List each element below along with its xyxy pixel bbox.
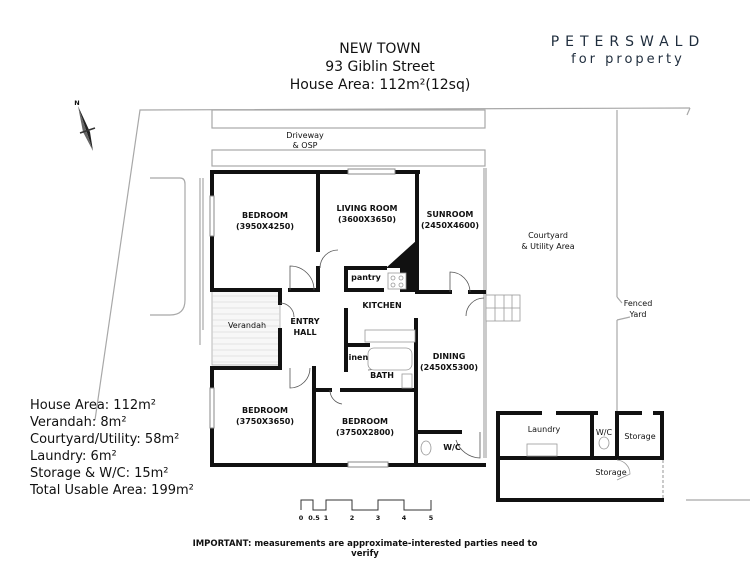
- label-utility: & Utility Area: [521, 242, 574, 251]
- label-outbuilding-wc: W/C: [596, 428, 613, 437]
- property-boundary: [94, 107, 750, 501]
- area-summary: House Area: 112m² Verandah: 8m² Courtyar…: [30, 397, 194, 499]
- scale-tick-1: 1: [324, 514, 329, 522]
- outbuilding-fixtures: [526, 436, 631, 481]
- area-total: Total Usable Area: 199m²: [30, 483, 194, 498]
- logo-tagline: for property: [571, 52, 685, 67]
- label-living: LIVING ROOM: [336, 204, 397, 213]
- label-bedroom3-dims: (3750X2800): [336, 428, 394, 437]
- scale-tick-4: 4: [402, 514, 407, 522]
- north-label: N: [74, 99, 79, 107]
- label-fenced: Fenced: [624, 299, 653, 308]
- scale-tick-05: 0.5: [308, 514, 320, 522]
- disclaimer: IMPORTANT: measurements are approximate-…: [192, 539, 538, 559]
- scale-tick-2: 2: [350, 514, 355, 522]
- windows: [209, 168, 396, 468]
- label-bedroom3: BEDROOM: [342, 417, 388, 426]
- label-courtyard: Courtyard: [528, 231, 568, 240]
- scale-bar: 0 0.5 1 2 3 4 5: [299, 499, 434, 522]
- title-block: NEW TOWN 93 Giblin Street House Area: 11…: [255, 40, 505, 94]
- room-labels: BEDROOM (3950X4250) LIVING ROOM (3600X36…: [228, 131, 656, 477]
- label-laundry: Laundry: [528, 425, 561, 434]
- label-yard: Yard: [629, 310, 647, 319]
- suburb-title: NEW TOWN: [339, 41, 421, 57]
- area-verandah: Verandah: 8m²: [30, 415, 127, 430]
- label-linen: linen: [346, 353, 369, 362]
- label-dining-dims: (2450X5300): [420, 363, 478, 372]
- logo-name: PETERSWALD: [550, 34, 706, 50]
- scale-tick-0: 0: [299, 514, 304, 522]
- label-hall: HALL: [293, 328, 316, 337]
- scale-tick-5: 5: [429, 514, 434, 522]
- label-bath: BATH: [370, 371, 394, 380]
- address-title: 93 Giblin Street: [325, 59, 435, 75]
- agency-logo: PETERSWALD for property: [533, 34, 723, 67]
- outbuilding-walls: [496, 411, 664, 502]
- label-bedroom2: BEDROOM: [242, 406, 288, 415]
- label-bedroom2-dims: (3750X3650): [236, 417, 294, 426]
- north-arrow-icon: N: [74, 99, 96, 151]
- area-house: House Area: 112m²: [30, 398, 156, 413]
- fixtures: [364, 272, 432, 456]
- label-living-dims: (3600X3650): [338, 215, 396, 224]
- label-wc: W/C: [443, 443, 461, 452]
- kitchen-chimney: [386, 240, 417, 292]
- label-verandah: Verandah: [228, 321, 266, 330]
- area-laundry: Laundry: 6m²: [30, 449, 117, 464]
- label-kitchen: KITCHEN: [362, 301, 401, 310]
- verandah-hatch: [211, 289, 281, 366]
- area-courtyard: Courtyard/Utility: 58m²: [30, 432, 180, 447]
- courtyard-steps: [485, 294, 521, 322]
- label-sunroom: SUNROOM: [427, 210, 474, 219]
- label-bedroom1-dims: (3950X4250): [236, 222, 294, 231]
- label-osp: & OSP: [293, 141, 318, 150]
- label-bedroom1: BEDROOM: [242, 211, 288, 220]
- label-pantry: pantry: [351, 273, 382, 282]
- label-driveway: Driveway: [286, 131, 324, 140]
- area-storage: Storage & W/C: 15m²: [30, 466, 169, 481]
- label-sunroom-dims: (2450X4600): [421, 221, 479, 230]
- house-area-title: House Area: 112m²(12sq): [289, 77, 471, 93]
- label-storage1: Storage: [624, 432, 655, 441]
- scale-tick-3: 3: [376, 514, 381, 522]
- door-swings: [279, 249, 485, 459]
- label-storage2: Storage: [595, 468, 626, 477]
- label-dining: DINING: [433, 352, 466, 361]
- label-entry: ENTRY: [290, 317, 319, 326]
